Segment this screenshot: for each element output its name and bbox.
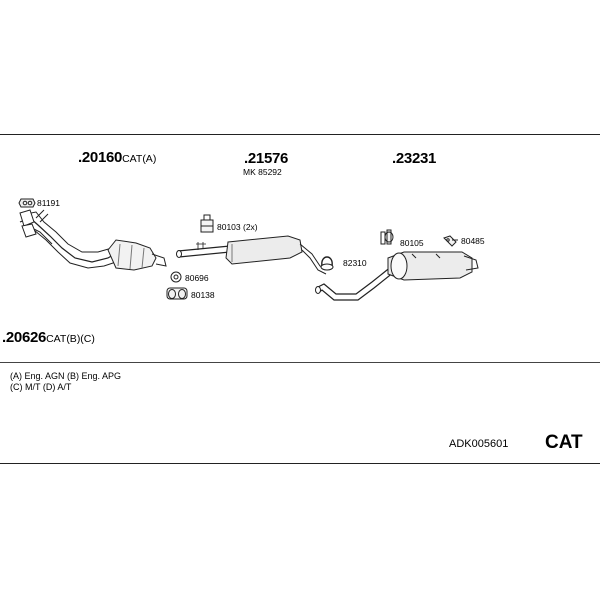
part-label-middle-silencer: .21576 (244, 150, 289, 167)
engine-note-line2: (C) M/T (D) A/T (10, 382, 72, 392)
front-pipe-part (19, 209, 167, 271)
accessory-label-rear-clamp: 82310 (343, 258, 367, 268)
diagram-frame (0, 134, 600, 464)
part-label-front-pipe: .20160CAT(A) (78, 149, 157, 166)
part-label-mk: MK 85292 (243, 167, 282, 177)
notes-divider (0, 362, 600, 363)
clamp-part (200, 214, 214, 233)
gasket-part (18, 198, 36, 208)
rear-clamp-part (320, 256, 334, 271)
accessory-label-bracket: 80485 (461, 236, 485, 246)
engine-note-line1: (A) Eng. AGN (B) Eng. APG (10, 371, 122, 381)
bracket-part (443, 235, 458, 247)
accessory-label-mount-b: 80138 (191, 290, 215, 300)
mount-parts (166, 271, 188, 300)
accessory-label-gasket: 81191 (37, 198, 61, 208)
accessory-label-mount-a: 80696 (185, 273, 209, 283)
kit-code: ADK005601 (449, 438, 509, 450)
accessory-label-rubber-mount: 80105 (400, 238, 424, 248)
part-label-front-pipe-alt: .20626CAT(B)(C) (2, 329, 95, 346)
accessory-label-clamp-2x: 80103 (2x) (217, 222, 258, 232)
rear-silencer-part (315, 251, 479, 301)
part-label-rear-silencer: .23231 (392, 150, 437, 167)
cat-label: CAT (545, 432, 583, 453)
middle-silencer-part (176, 235, 329, 275)
rubber-mount-part (380, 229, 394, 245)
